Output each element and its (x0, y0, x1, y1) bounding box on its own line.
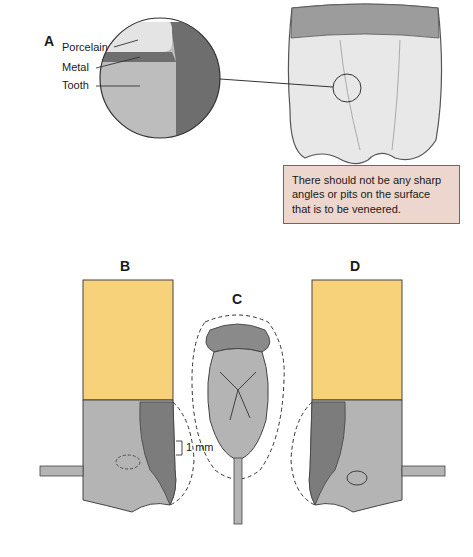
part-label: Porcelain (62, 41, 108, 54)
figure-letter: A (44, 33, 54, 50)
part-label: Tooth (62, 79, 89, 92)
part-label: 1 mm (186, 441, 214, 454)
magnified-section (100, 18, 220, 138)
coping-side-view-mirrored (291, 280, 445, 512)
part-label: Metal (62, 61, 89, 74)
figure-letter: D (350, 258, 360, 275)
figure-letter: C (232, 291, 242, 308)
coping-side-view (40, 280, 194, 512)
figure-letter: B (120, 258, 130, 275)
crown-labial-view (288, 4, 441, 164)
coping-occlusal-view (192, 315, 284, 524)
note-box: There should not be any sharp angles or … (283, 165, 460, 224)
note-text: There should not be any sharp angles or … (292, 173, 451, 216)
